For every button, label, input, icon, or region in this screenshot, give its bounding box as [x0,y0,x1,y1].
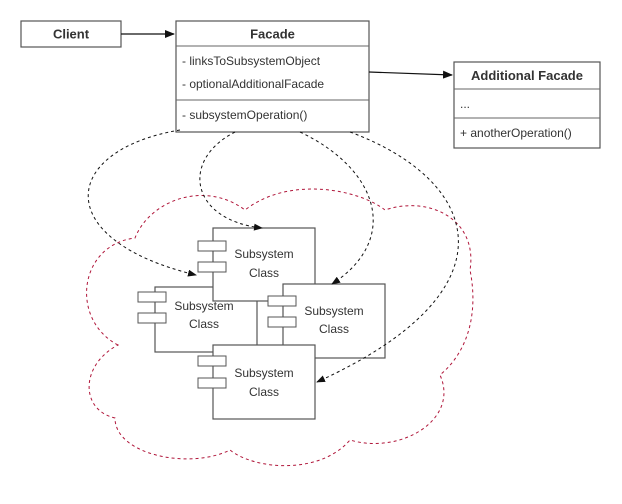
subsystem-label-line2: Class [319,322,349,336]
subsystem-label-line1: Subsystem [234,247,293,261]
subsystem-label-line2: Class [189,317,219,331]
facade-to-subsystem-middle-right-arrow [299,131,374,285]
subsystem-label-line1: Subsystem [234,366,293,380]
component-tab-icon [137,291,167,303]
subsystem-box [212,344,316,420]
facade-class: Facade - linksToSubsystemObject - option… [175,20,370,133]
subsystem-label-line2: Class [249,266,279,280]
additional-facade-operation-1: + anotherOperation() [460,126,572,140]
facade-attribute-1: - linksToSubsystemObject [182,54,321,68]
subsystem-label-line1: Subsystem [174,299,233,313]
facade-operation-1: - subsystemOperation() [182,108,307,122]
component-tab-icon [267,295,297,307]
subsystem-class-bottom: Subsystem Class [197,344,316,420]
facade-to-subsystem-bottom-arrow [316,131,459,383]
client-box [20,20,122,48]
facade-box [175,20,370,133]
component-tab-icon [197,355,227,367]
additional-facade-box [453,61,601,149]
facade-to-additional-facade-arrow [368,70,453,79]
component-tab-icon [197,240,227,252]
facade-to-subsystem-middle-left-arrow [87,129,197,277]
facade-title: Facade [250,27,295,42]
additional-facade-class: Additional Facade ... + anotherOperation… [453,61,601,149]
additional-facade-title: Additional Facade [471,68,583,83]
subsystem-label-line2: Class [249,385,279,399]
component-tab-icon [267,316,297,328]
component-tab-icon [197,377,227,389]
subsystem-boundary-cloud [86,188,474,467]
subsystem-label-line1: Subsystem [304,304,363,318]
component-tab-icon [197,261,227,273]
client-class: Client [20,20,122,48]
component-tab-icon [137,312,167,324]
additional-facade-attribute-1: ... [460,97,470,111]
facade-attribute-2: - optionalAdditionalFacade [182,77,324,91]
client-title: Client [53,27,90,42]
facade-to-subsystem-top-arrow [199,131,263,231]
